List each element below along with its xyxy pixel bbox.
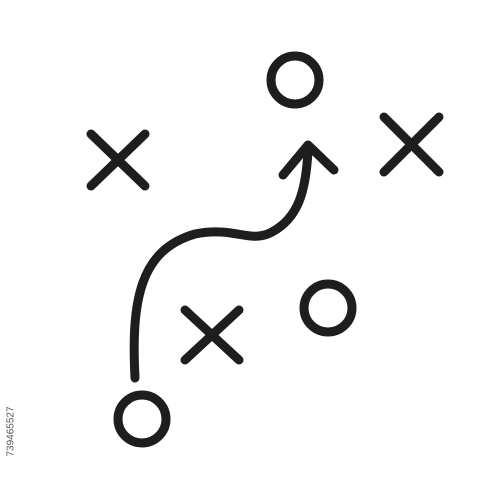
arrow-head-icon <box>278 140 339 180</box>
play-route-path <box>129 145 313 383</box>
cross-player-right-icon <box>379 112 444 177</box>
circle-player-bottom-icon <box>113 390 171 448</box>
circle-player-middle-icon <box>299 279 357 337</box>
cross-player-left-icon <box>86 129 150 191</box>
stock-id-label: 739465527 <box>5 406 17 457</box>
circle-player-top-icon <box>266 51 324 109</box>
cross-player-bottom-icon <box>180 305 244 365</box>
